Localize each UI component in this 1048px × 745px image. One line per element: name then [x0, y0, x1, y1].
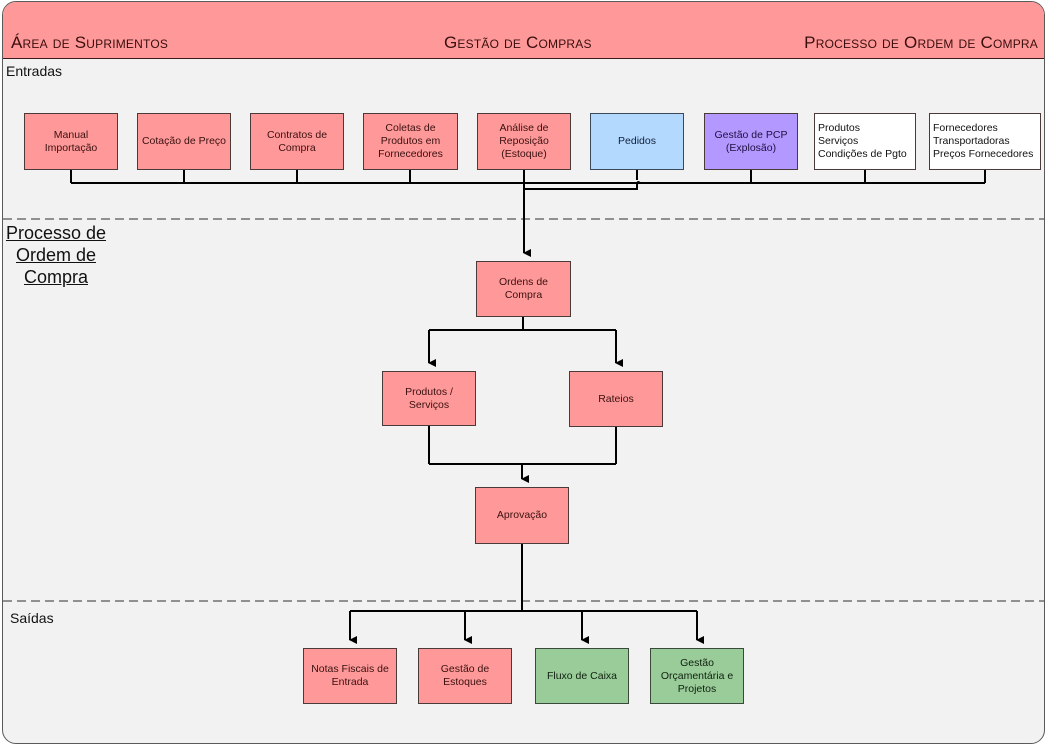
output-gestao-de-estoques[interactable]: Gestão de Estoques — [418, 648, 512, 704]
input-bus — [70, 170, 986, 184]
process-rateios[interactable]: Rateios — [569, 371, 663, 427]
output-fluxo-de-caixa[interactable]: Fluxo de Caixa — [535, 648, 629, 704]
input-produtos-servicos-condicoes[interactable]: Produtos Serviços Condições de Pgto — [814, 113, 916, 170]
outputs-section-label: Saídas — [10, 610, 54, 626]
inputs-section-label: Entradas — [6, 63, 63, 79]
merge-connector — [428, 426, 617, 483]
input-manual-importacao[interactable]: Manual Importação — [24, 113, 118, 170]
process-produtos-servicos[interactable]: Produtos / Serviços — [382, 371, 476, 426]
input-pedidos[interactable]: Pedidos — [590, 113, 684, 170]
header-area-title: Área de Suprimentos — [11, 33, 169, 52]
split-connector — [428, 317, 623, 367]
input-analise-de-reposicao[interactable]: Análise de Reposição (Estoque) — [477, 113, 571, 170]
pedidos-connector — [524, 170, 641, 190]
output-notas-fiscais-de-entrada[interactable]: Notas Fiscais de Entrada — [303, 648, 397, 704]
header-bar: Área de Suprimentos Gestão de Compras Pr… — [3, 2, 1044, 59]
process-ordens-de-compra[interactable]: Ordens de Compra — [476, 261, 571, 317]
input-cotacao-de-preco[interactable]: Cotação de Preço — [137, 113, 231, 170]
process-aprovacao[interactable]: Aprovação — [475, 487, 569, 544]
input-coletas-de-produtos[interactable]: Coletas de Produtos em Fornecedores — [363, 113, 458, 170]
header-management-title: Gestão de Compras — [444, 33, 592, 52]
output-connector — [349, 544, 704, 644]
output-gestao-orcamentaria[interactable]: Gestão Orçamentária e Projetos — [650, 648, 744, 704]
input-contratos-de-compra[interactable]: Contratos de Compra — [250, 113, 344, 170]
process-section-label: Processo de Ordem de Compra — [5, 223, 107, 287]
input-fornecedores-transportadoras[interactable]: Fornecedores Transportadoras Preços Forn… — [929, 113, 1041, 170]
header-process-title: Processo de Ordem de Compra — [804, 33, 1038, 52]
input-gestao-de-pcp[interactable]: Gestão de PCP (Explosão) — [704, 113, 798, 170]
